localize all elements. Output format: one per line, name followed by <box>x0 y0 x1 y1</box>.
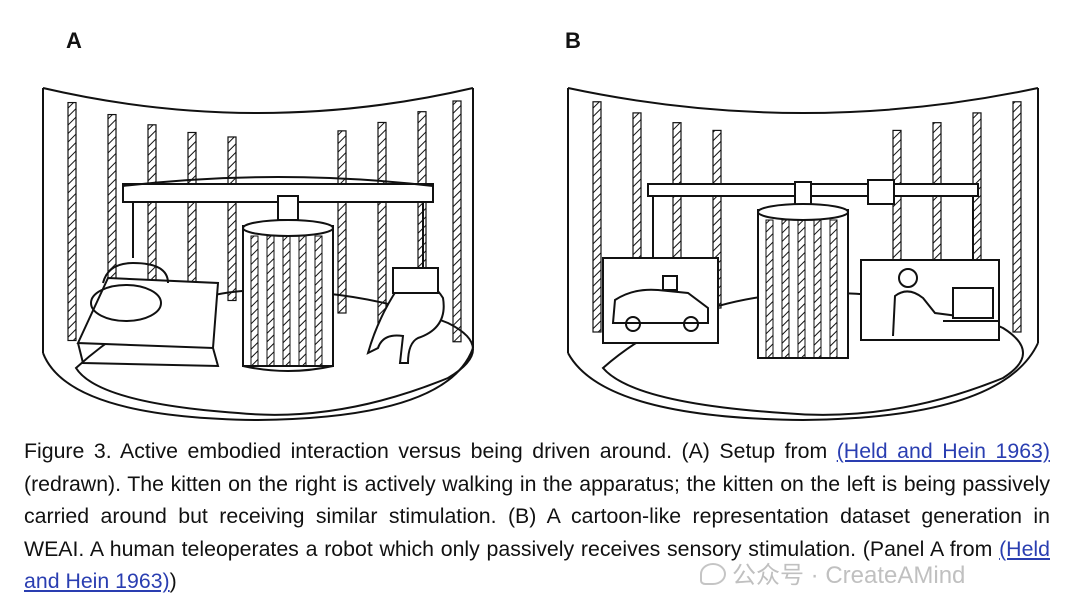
column-stripe <box>250 235 259 367</box>
wall-stripe <box>592 101 602 333</box>
panel-b-illustration <box>567 87 1039 422</box>
panel-b-label: B <box>565 28 581 53</box>
caption-text-2: (redrawn). The kitten on the right is ac… <box>24 471 1050 561</box>
citation-link-held-hein[interactable]: (Held and Hein 1963) <box>836 439 1050 463</box>
column-stripes <box>765 219 838 359</box>
wall-stripes <box>592 101 1022 333</box>
wall-stripe <box>1012 101 1022 333</box>
panel-a-label: A <box>66 28 82 53</box>
wall-stripe <box>227 136 237 302</box>
citation-link-held-hein-2[interactable]: (Held and Hein 1963) <box>24 536 1050 594</box>
wall-stripe <box>337 130 347 314</box>
column-stripe <box>781 219 790 359</box>
column-stripe <box>298 235 307 367</box>
column-stripe <box>314 235 323 367</box>
wechat-icon <box>700 563 726 585</box>
column-stripe <box>765 219 774 359</box>
wall-stripe <box>452 100 462 343</box>
column-stripe <box>282 235 291 367</box>
column-stripe <box>813 219 822 359</box>
panel-a-illustration <box>42 87 474 422</box>
column-stripe <box>266 235 275 367</box>
wall-stripe <box>67 101 77 342</box>
wall-stripe <box>377 121 387 324</box>
watermark: 公众号 · CreateAMind <box>700 555 965 590</box>
column-stripes <box>250 235 323 367</box>
column-stripe <box>797 219 806 359</box>
watermark-text: 公众号 · CreateAMind <box>732 562 966 589</box>
caption-text-3: ) <box>169 569 177 593</box>
figure-caption: Figure 3. Active embodied interaction ve… <box>24 435 1050 598</box>
column-stripe <box>829 219 838 359</box>
caption-text-1: Figure 3. Active embodied interaction ve… <box>24 439 837 463</box>
